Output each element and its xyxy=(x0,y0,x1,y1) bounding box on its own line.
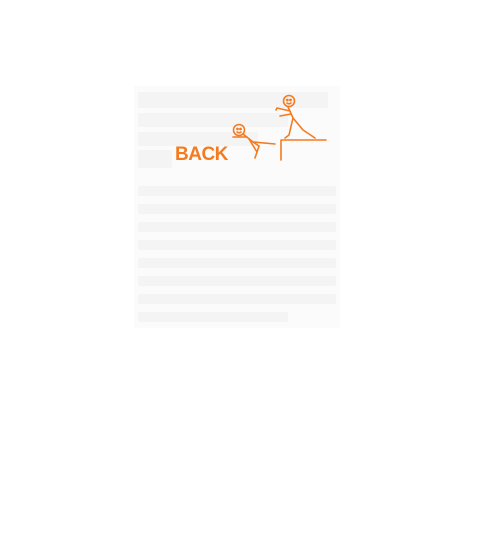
design-highlight-word: BACK xyxy=(175,144,228,165)
stick-figures-illustration xyxy=(232,94,327,161)
design-faint-text xyxy=(138,92,336,322)
ledge-shape xyxy=(280,139,327,161)
